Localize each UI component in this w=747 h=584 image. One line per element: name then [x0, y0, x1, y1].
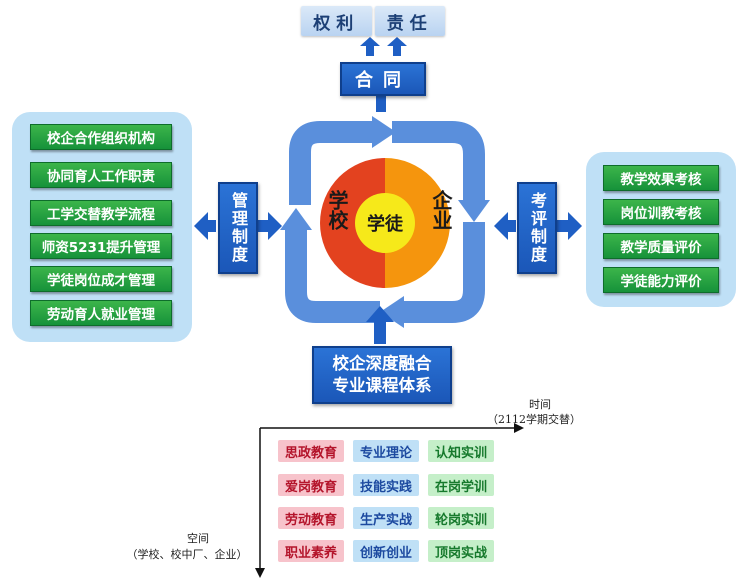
- course-tag: 爱岗教育: [278, 474, 344, 496]
- management-system-box: 管理制度: [218, 182, 258, 274]
- time-axis-label: 时间: [529, 398, 551, 411]
- enterprise-half: [385, 158, 450, 288]
- course-tag: 思政教育: [278, 440, 344, 462]
- up-arrow-rights: [360, 37, 380, 56]
- bottom-up-arrow: [366, 306, 394, 344]
- axes: [259, 427, 516, 570]
- enterprise-label: 企业: [429, 190, 453, 230]
- school-label: 学校: [325, 190, 349, 230]
- course-tag: 劳动教育: [278, 507, 344, 529]
- apprentice-label: 学徒: [367, 214, 403, 235]
- curriculum-system-box: 校企深度融合 专业课程体系: [312, 346, 452, 404]
- curriculum-line-1: 校企深度融合: [332, 354, 432, 373]
- rights-label: 权利: [301, 6, 372, 36]
- center-circle: [320, 158, 450, 288]
- left-double-arrow: [194, 212, 216, 240]
- course-tag: 生产实战: [353, 507, 419, 529]
- left-item-3: 工学交替教学流程: [30, 200, 172, 226]
- course-tag: 职业素养: [278, 540, 344, 562]
- course-tag: 专业理论: [353, 440, 419, 462]
- apprentice-core: [355, 193, 415, 253]
- right-item-1: 教学效果考核: [603, 165, 719, 191]
- course-tag: 技能实践: [353, 474, 419, 496]
- right-item-2: 岗位训教考核: [603, 199, 719, 225]
- space-axis-sub: （学校、校中厂、企业）: [126, 548, 248, 561]
- time-axis-sub: （2112学期交替）: [487, 413, 581, 426]
- up-arrow-responsibility: [387, 37, 407, 56]
- left-item-2: 协同育人工作职责: [30, 162, 172, 188]
- right-double-arrow: [494, 212, 516, 240]
- left-item-4: 师资5231提升管理: [30, 233, 172, 259]
- course-tag: 认知实训: [428, 440, 494, 462]
- left-item-1: 校企合作组织机构: [30, 124, 172, 150]
- curriculum-line-2: 专业课程体系: [332, 376, 432, 395]
- space-axis-label: 空间: [187, 532, 209, 545]
- contract-box: 合同: [340, 62, 426, 96]
- course-tag: 创新创业: [353, 540, 419, 562]
- contract-connector: [376, 94, 386, 112]
- course-tag: 顶岗实战: [428, 540, 494, 562]
- management-system-label: 管理制度: [229, 192, 248, 264]
- school-half: [320, 158, 385, 288]
- cycle-loop: [285, 121, 485, 323]
- evaluation-system-label: 考评制度: [528, 192, 547, 264]
- evaluation-system-box: 考评制度: [517, 182, 557, 274]
- right-item-4: 学徒能力评价: [603, 267, 719, 293]
- course-tag: 轮岗实训: [428, 507, 494, 529]
- left-item-6: 劳动育人就业管理: [30, 300, 172, 326]
- left-item-5: 学徒岗位成才管理: [30, 266, 172, 292]
- responsibility-label: 责任: [374, 6, 445, 36]
- rights-responsibility-bar: 权利 责任: [301, 6, 445, 36]
- right-item-3: 教学质量评价: [603, 233, 719, 259]
- course-tag: 在岗学训: [428, 474, 494, 496]
